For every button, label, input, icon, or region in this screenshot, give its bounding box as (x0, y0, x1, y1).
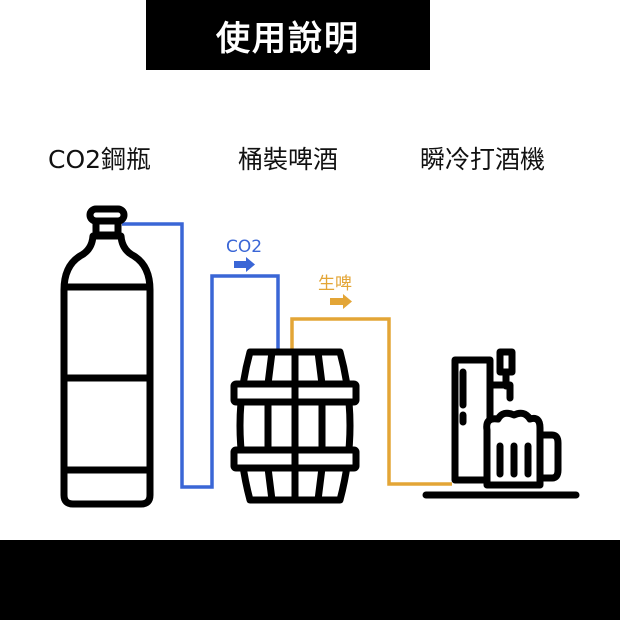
co2-flow-arrow-icon (234, 257, 255, 272)
beer-flow-label: 生啤 (318, 274, 352, 294)
beer-keg-icon (230, 348, 360, 504)
co2-cylinder-icon (60, 205, 154, 508)
beer-flow-arrow-icon (330, 294, 352, 309)
beer-tap-machine-icon (422, 348, 580, 499)
label-tap-machine: 瞬冷打酒機 (420, 145, 546, 174)
beer-line (290, 317, 452, 486)
footer-bar (0, 540, 620, 620)
label-keg-beer: 桶裝啤酒 (238, 145, 339, 174)
page-title: 使用說明 (146, 0, 430, 70)
label-co2-cylinder: CO2鋼瓶 (48, 145, 152, 174)
co2-flow-label: CO2 (226, 237, 262, 257)
co2-gas-line (122, 222, 280, 489)
